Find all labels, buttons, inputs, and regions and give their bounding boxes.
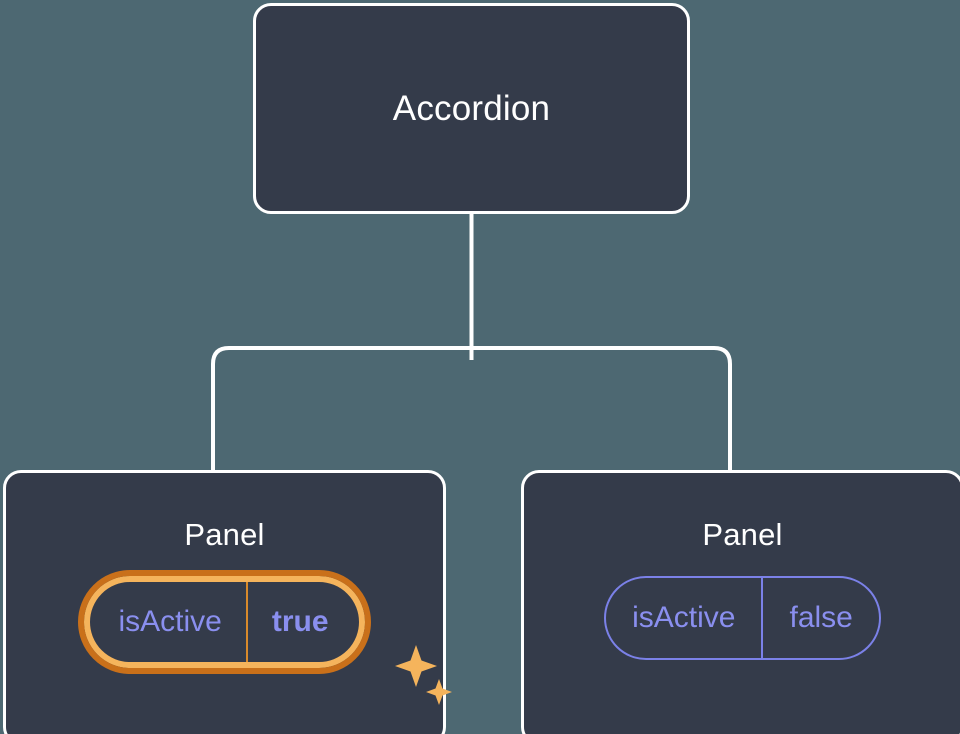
prop-value-label: false bbox=[789, 601, 853, 634]
prop-pill-isactive-true[interactable]: isActive true bbox=[78, 570, 371, 674]
sparkles-group bbox=[395, 645, 452, 705]
prop-value-label: true bbox=[271, 605, 329, 638]
tree-node-panel-inactive[interactable]: Panel isActive false bbox=[521, 470, 960, 734]
prop-divider bbox=[245, 582, 248, 662]
sparkle-large-icon bbox=[395, 645, 437, 687]
prop-key-label: isActive bbox=[118, 605, 222, 638]
node-title-panel-inactive: Panel bbox=[702, 517, 783, 552]
prop-divider bbox=[761, 578, 764, 658]
sparkle-small-icon bbox=[426, 679, 452, 705]
connector-children-bus bbox=[211, 346, 732, 470]
prop-pill-isactive-false[interactable]: isActive false bbox=[604, 576, 881, 660]
node-title-panel-active: Panel bbox=[184, 517, 265, 552]
node-title-accordion: Accordion bbox=[392, 89, 551, 128]
tree-node-accordion[interactable]: Accordion bbox=[253, 3, 690, 214]
prop-key-label: isActive bbox=[632, 601, 736, 634]
tree-node-panel-active[interactable]: Panel isActive true bbox=[3, 470, 452, 734]
prop-pill-wrap-inactive: isActive false bbox=[524, 576, 960, 660]
prop-pill-wrap-active: isActive true bbox=[6, 570, 452, 705]
